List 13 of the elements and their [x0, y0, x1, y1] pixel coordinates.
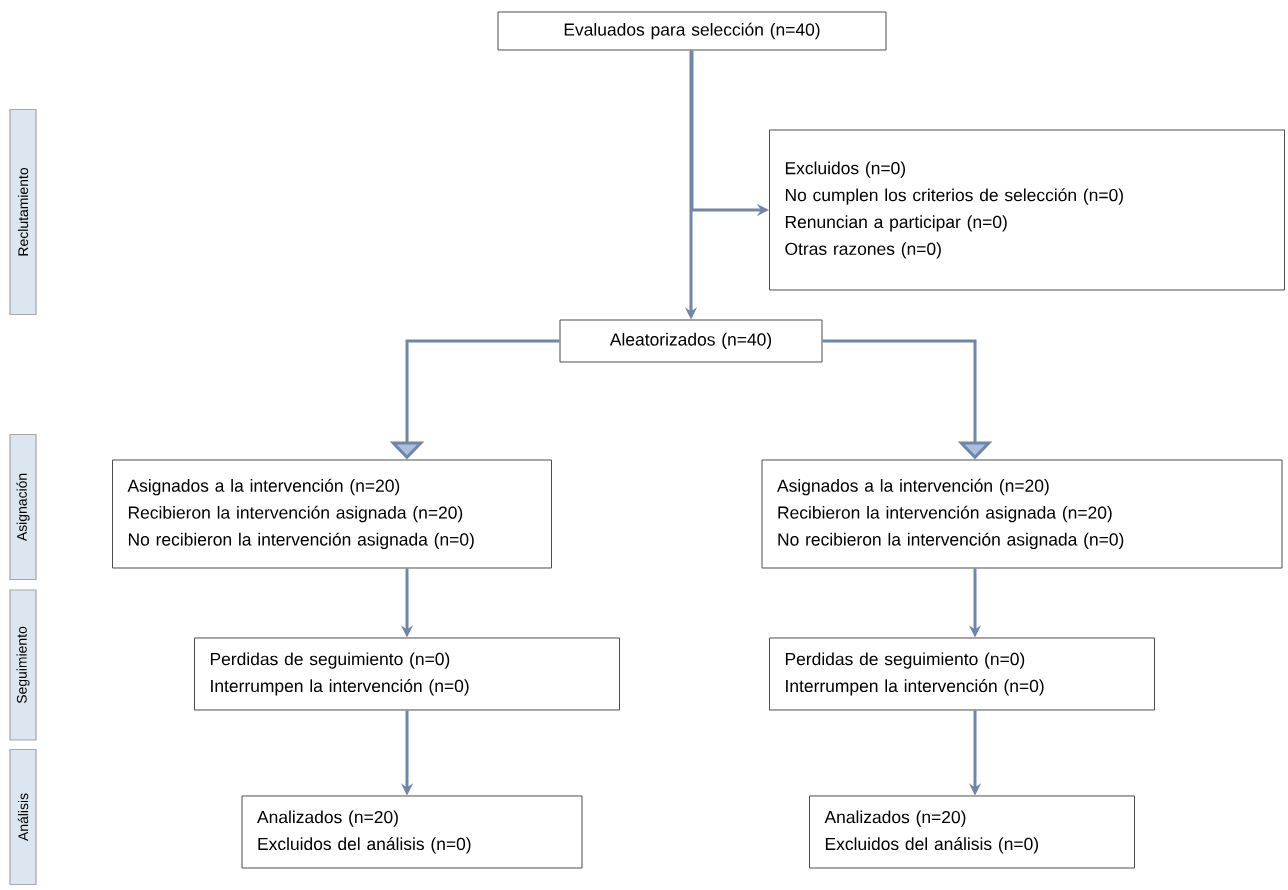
process-box: Analizados (n=20) Excluidos del análisis (n=0)	[241, 795, 583, 869]
process-box: Excluidos (n=0) No cumplen los criterios de selección (n=0) Renuncian a participar (n=0) Otras razones (n=0)	[769, 129, 1285, 291]
process-box: Asignados a la intervención (n=20) Recibieron la intervención asignada (n=20) No recibieron la intervención asignada (n=0)	[761, 459, 1283, 569]
process-box: Analizados (n=20) Excluidos del análisis (n=0)	[809, 795, 1135, 869]
stage-label: Asignación	[9, 433, 37, 581]
process-box: Perdidas de seguimiento (n=0) Interrumpen la intervención (n=0)	[194, 637, 620, 711]
stage-label: Reclutamiento	[9, 108, 37, 316]
process-box: Asignados a la intervención (n=20) Recibieron la intervención asignada (n=20) No recibieron la intervención asignada (n=0)	[112, 459, 552, 569]
stage-label: Análisis	[9, 748, 37, 886]
process-box: Evaluados para selección (n=40)	[497, 11, 887, 51]
stage-label: Seguimiento	[9, 589, 37, 741]
process-box: Aleatorizados (n=40)	[559, 319, 823, 363]
process-box: Perdidas de seguimiento (n=0) Interrumpen la intervención (n=0)	[769, 637, 1155, 711]
